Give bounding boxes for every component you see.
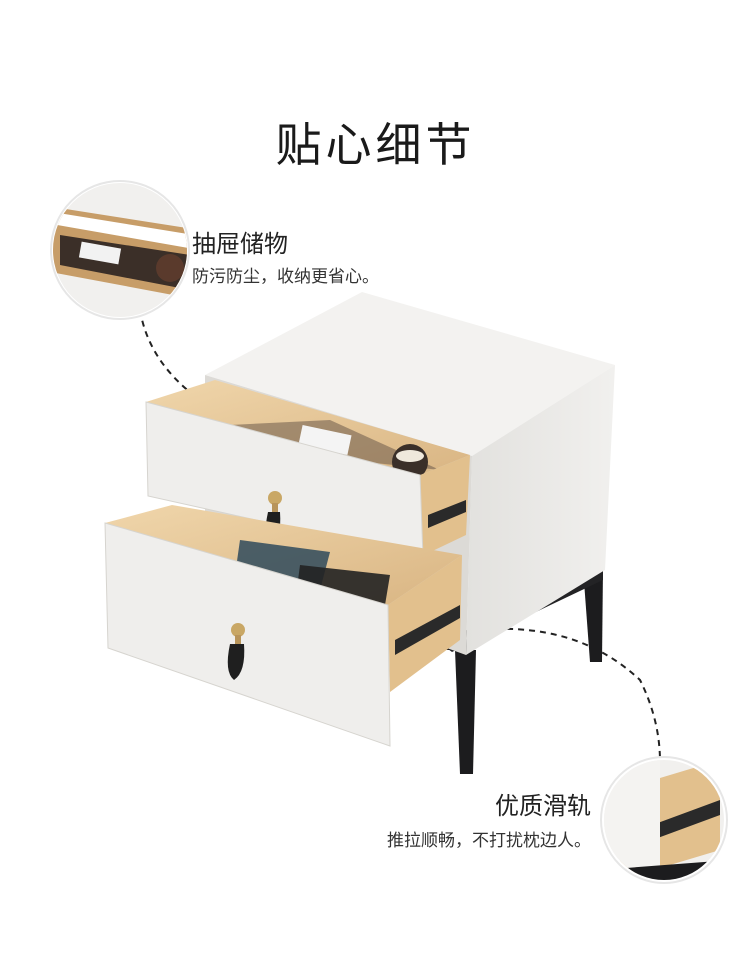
drawer-storage-text: 防污防尘，收纳更省心。 <box>192 267 379 287</box>
drawer-detail-circle <box>50 180 190 320</box>
page-title: 贴心细节 <box>275 117 476 172</box>
slide-rail-title: 优质滑轨 <box>495 792 591 820</box>
rail-detail-circle <box>600 756 728 884</box>
drawer-storage-title: 抽屉储物 <box>192 230 288 258</box>
lower-drawer-handle <box>227 623 245 680</box>
lower-drawer <box>104 505 462 747</box>
upper-drawer <box>145 380 470 558</box>
slide-rail-text: 推拉顺畅，不打扰枕边人。 <box>387 831 591 851</box>
